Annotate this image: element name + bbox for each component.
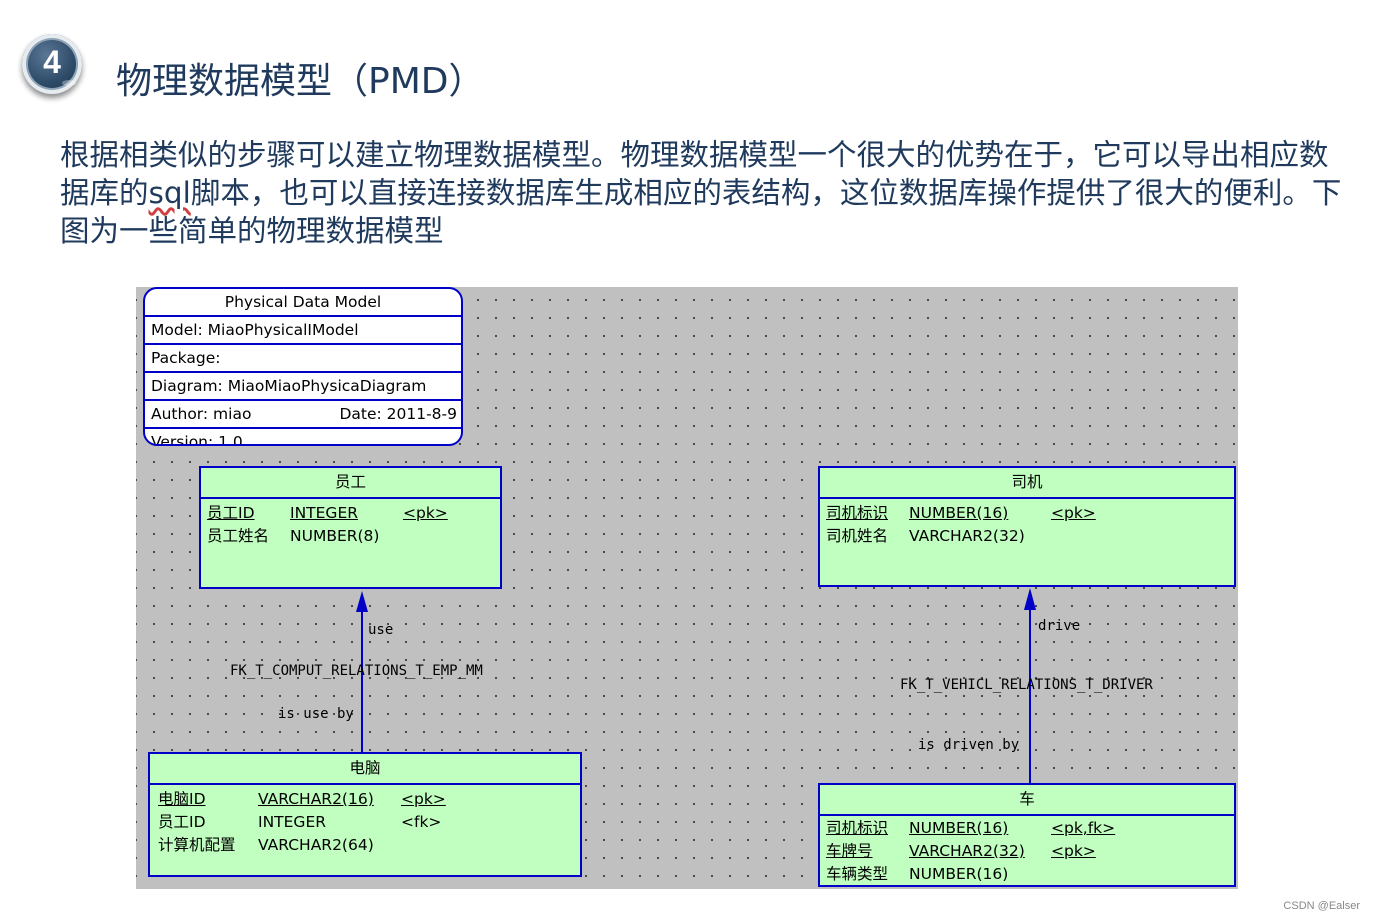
section-number-badge: 4: [22, 34, 82, 94]
footer-watermark: CSDN @Ealser: [1283, 900, 1360, 912]
info-date: Date: 2011-8-9: [339, 405, 457, 423]
role-drive-label: drive: [1038, 618, 1080, 634]
column-key: <pk>: [403, 504, 448, 522]
column-row[interactable]: 司机姓名 VARCHAR2(32): [820, 525, 1234, 548]
column-name: 车牌号: [826, 842, 873, 860]
role-is-use-by-label: is use by: [278, 706, 354, 722]
column-row[interactable]: 员工姓名 NUMBER(8): [201, 525, 500, 548]
column-name: 车辆类型: [826, 865, 889, 883]
paragraph-sql-word: sql: [148, 176, 191, 210]
arrowhead-employee: [356, 591, 368, 612]
table-name: 员工: [201, 468, 500, 499]
fk-car-driver-label: FK_T_VEHICL_RELATIONS_T_DRIVER: [900, 677, 1153, 693]
column-type: VARCHAR2(32): [909, 842, 1025, 860]
column-type: NUMBER(16): [909, 865, 1009, 883]
section-number: 4: [43, 44, 61, 80]
column-key: <pk>: [1051, 504, 1096, 522]
column-row[interactable]: 车牌号 VARCHAR2(32) <pk>: [820, 840, 1234, 863]
info-diagram: Diagram: MiaoMiaoPhysicaDiagram: [145, 373, 461, 401]
info-model: Model: MiaoPhysicalIModel: [145, 317, 461, 345]
table-name: 车: [820, 785, 1234, 816]
info-package: Package:: [145, 345, 461, 373]
column-row[interactable]: 司机标识 NUMBER(16) <pk,fk>: [820, 817, 1234, 840]
column-type: INTEGER: [258, 813, 327, 831]
column-name: 员工姓名: [207, 527, 270, 545]
paragraph-text-1: 根据相类似的步骤可以建立物理数据模型。物理数据模型一个很大的优势在于，它可以导出…: [60, 138, 1329, 210]
info-author: Author: miao: [151, 405, 252, 423]
column-name: 员工ID: [158, 813, 206, 831]
table-car[interactable]: 车 司机标识 NUMBER(16) <pk,fk> 车牌号 VARCHAR2(3…: [818, 783, 1236, 887]
column-name: 计算机配置: [158, 836, 236, 854]
column-type: NUMBER(16): [909, 819, 1009, 837]
info-version: Version: 1.0: [151, 433, 243, 446]
column-type: VARCHAR2(32): [909, 527, 1025, 545]
role-use-label: use: [368, 622, 393, 638]
description-paragraph: 根据相类似的步骤可以建立物理数据模型。物理数据模型一个很大的优势在于，它可以导出…: [60, 136, 1350, 250]
info-header: Physical Data Model: [145, 289, 461, 317]
badge-glint: [62, 80, 76, 86]
role-is-driven-by-label: is driven by: [918, 737, 1019, 753]
table-computer[interactable]: 电脑 电脑ID VARCHAR2(16) <pk> 员工ID INTEGER <…: [148, 752, 582, 877]
column-key: <pk>: [1051, 842, 1096, 860]
column-key: <fk>: [401, 813, 442, 831]
relationship-lines: use FK_T_COMPUT_RELATIONS_T_EMP_MM is us…: [230, 588, 1153, 784]
column-type: NUMBER(16): [909, 504, 1009, 522]
column-name: 员工ID: [207, 504, 255, 522]
paragraph-text-2: 脚本，也可以直接连接数据库生成相应的表结构，这位数据库操作提供了很大的便利。下图…: [60, 176, 1342, 248]
column-row[interactable]: 车辆类型 NUMBER(16): [820, 863, 1234, 886]
column-key: <pk,fk>: [1051, 819, 1116, 837]
arrowhead-driver: [1024, 588, 1036, 610]
column-type: INTEGER: [290, 504, 359, 522]
column-type: VARCHAR2(64): [258, 836, 374, 854]
column-row[interactable]: 员工ID INTEGER <fk>: [150, 811, 580, 834]
fk-computer-employee-label: FK_T_COMPUT_RELATIONS_T_EMP_MM: [230, 663, 483, 679]
column-name: 司机标识: [826, 504, 889, 522]
column-key: <pk>: [401, 790, 446, 808]
table-employee[interactable]: 员工 员工ID INTEGER <pk> 员工姓名 NUMBER(8): [199, 466, 502, 589]
info-author-date: Author: miao Date: 2011-8-9: [145, 401, 461, 429]
column-name: 电脑ID: [158, 790, 206, 808]
page-title: 物理数据模型（PMD）: [116, 61, 485, 102]
column-type: NUMBER(8): [290, 527, 380, 545]
column-row[interactable]: 司机标识 NUMBER(16) <pk>: [820, 502, 1234, 525]
column-type: VARCHAR2(16): [258, 790, 374, 808]
column-row[interactable]: 员工ID INTEGER <pk>: [201, 502, 500, 525]
table-name: 司机: [820, 468, 1234, 499]
column-name: 司机标识: [826, 819, 889, 837]
column-row[interactable]: 计算机配置 VARCHAR2(64): [150, 834, 580, 857]
column-name: 司机姓名: [826, 527, 889, 545]
table-driver[interactable]: 司机 司机标识 NUMBER(16) <pk> 司机姓名 VARCHAR2(32…: [818, 466, 1236, 587]
column-row[interactable]: 电脑ID VARCHAR2(16) <pk>: [150, 788, 580, 811]
pdm-diagram-canvas: use FK_T_COMPUT_RELATIONS_T_EMP_MM is us…: [136, 287, 1238, 889]
table-name: 电脑: [150, 754, 580, 785]
model-info-box[interactable]: Physical Data Model Model: MiaoPhysicalI…: [143, 287, 463, 446]
